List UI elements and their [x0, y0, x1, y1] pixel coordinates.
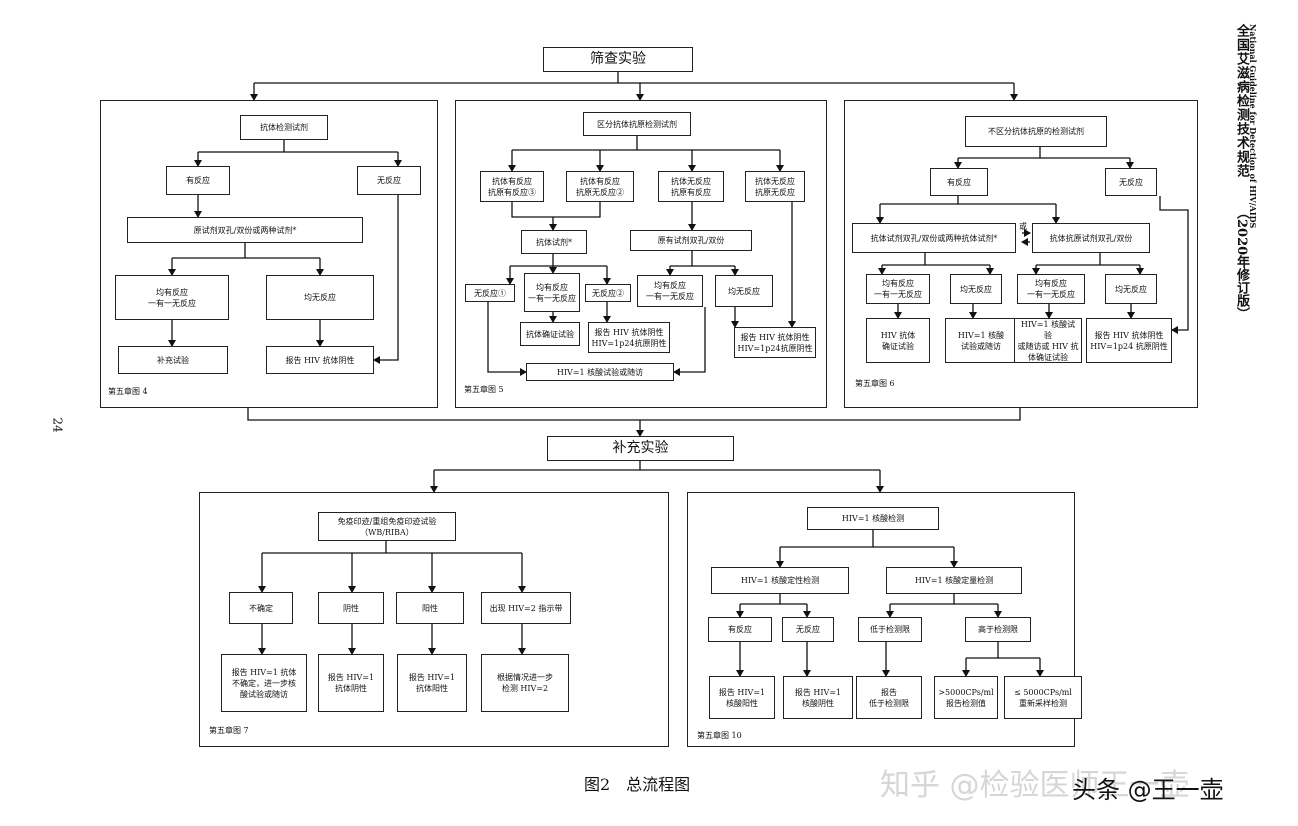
- zhihu-watermark: 知乎 @检验医师王一壶: [880, 768, 1190, 803]
- p2-antibody-reagent: 抗体试剂*: [521, 230, 587, 254]
- p2-ab-pos-ag-pos: 抗体有反应 抗原有反应③: [480, 171, 544, 202]
- p3-both-reactive-left: 均有反应 一有一无反应: [866, 274, 930, 304]
- p4-positive: 阳性: [396, 592, 464, 624]
- p5-report-positive: 报告 HIV=1 核酸阳性: [709, 676, 775, 719]
- p3-both-nonreactive-left: 均无反应: [950, 274, 1002, 304]
- p3-combined-reagent: 不区分抗体抗原的检测试剂: [965, 116, 1107, 147]
- p4-indeterminate: 不确定: [229, 592, 293, 624]
- supplementary-title: 补充实验: [547, 436, 734, 461]
- p5-report-negative: 报告 HIV=1 核酸阴性: [783, 676, 853, 719]
- p3-nucleic-or-confirm: HIV=1 核酸试验 或随访或 HIV 抗 体确证试验: [1014, 318, 1082, 363]
- p5-qualitative: HIV=1 核酸定性检测: [711, 567, 849, 594]
- p2-nucleic-test: HIV=1 核酸试验或随访: [526, 363, 674, 381]
- p1-both-reactive: 均有反应 一有一无反应: [115, 275, 229, 320]
- p2-ab-neg-ag-pos: 抗体无反应 抗原有反应: [658, 171, 724, 202]
- toutiao-watermark: 头条 @王一壶: [1072, 776, 1224, 804]
- p2-both-nonreactive: 均无反应: [715, 275, 773, 307]
- side-title-en: National Guideline for Detection of HIV/…: [1248, 24, 1258, 229]
- side-title-cn: 全国艾滋病检测技术规范: [1234, 24, 1249, 178]
- p5-resample: ≤ 5000CPs/ml 重新采样检测: [1004, 676, 1082, 719]
- p5-above-limit: 高于检测限: [965, 617, 1031, 642]
- p3-or-label: 或: [1019, 222, 1027, 231]
- p2-nonreactive-2: 无反应②: [585, 284, 631, 302]
- p5-below-limit: 低于检测限: [858, 617, 922, 642]
- p4-report-indeterminate: 报告 HIV=1 抗体 不确定，进一步核 酸试验或随访: [221, 654, 307, 712]
- p5-report-value: >5000CPs/ml 报告检测值: [934, 676, 998, 719]
- p2-ab-neg-ag-neg: 抗体无反应 抗原无反应: [745, 171, 805, 202]
- p5-caption: 第五章图 10: [697, 731, 742, 740]
- p3-antibody-duplicate: 抗体试剂双孔/双份或两种抗体试剂*: [852, 223, 1016, 253]
- p2-report-negative-left: 报告 HIV 抗体阴性 HIV=1p24抗原阴性: [588, 322, 670, 353]
- p4-negative: 阴性: [318, 592, 384, 624]
- panel-nucleic-frame: [687, 492, 1075, 747]
- p2-ab-pos-ag-neg: 抗体有反应 抗原无反应②: [566, 171, 634, 202]
- p2-nonreactive-1: 无反应①: [465, 284, 515, 302]
- p1-report-negative: 报告 HIV 抗体阴性: [266, 346, 374, 374]
- panel-ab-ag-distinguish-frame: [455, 100, 827, 408]
- p1-antibody-reagent: 抗体检测试剂: [240, 115, 328, 140]
- p5-reactive: 有反应: [708, 617, 772, 642]
- p4-further-hiv2: 根据情况进一步 检测 HIV=2: [481, 654, 569, 712]
- figure-title: 图2 总流程图: [584, 775, 691, 794]
- p1-nonreactive: 无反应: [357, 166, 421, 195]
- p2-original-duplicate: 原有试剂双孔/双份: [630, 230, 752, 251]
- p2-caption: 第五章图 5: [464, 385, 504, 394]
- p4-report-positive: 报告 HIV=1 抗体阳性: [397, 654, 467, 712]
- p5-nonreactive: 无反应: [782, 617, 834, 642]
- p2-both-reactive-left: 均有反应 一有一无反应: [524, 273, 580, 312]
- p1-duplicate-test: 原试剂双孔/双份或两种试剂*: [127, 217, 363, 243]
- p2-antibody-confirm: 抗体确证试验: [520, 322, 580, 346]
- p4-wb-test: 免疫印迹/重组免疫印迹试验 （WB/RIBA）: [318, 512, 456, 541]
- p3-both-nonreactive-right: 均无反应: [1105, 274, 1157, 304]
- p1-both-nonreactive: 均无反应: [266, 275, 374, 320]
- p4-hiv2-band: 出现 HIV=2 指示带: [481, 592, 571, 624]
- p2-distinguish-reagent: 区分抗体抗原检测试剂: [583, 112, 691, 136]
- p5-quantitative: HIV=1 核酸定量检测: [886, 567, 1022, 594]
- panel-antibody-frame: [100, 100, 438, 408]
- p1-supplementary-test: 补充试验: [118, 346, 228, 374]
- p3-caption: 第五章图 6: [855, 379, 895, 388]
- p4-report-negative: 报告 HIV=1 抗体阴性: [318, 654, 384, 712]
- p2-report-negative-right: 报告 HIV 抗体阴性 HIV=1p24抗原阴性: [734, 327, 816, 358]
- p1-reactive: 有反应: [166, 166, 230, 195]
- p3-both-reactive-right: 均有反应 一有一无反应: [1017, 274, 1085, 304]
- p3-nonreactive: 无反应: [1105, 168, 1157, 196]
- panel-wb-frame: [199, 492, 669, 747]
- p3-reactive: 有反应: [930, 168, 988, 196]
- screening-title: 筛查实验: [543, 47, 693, 72]
- p1-caption: 第五章图 4: [108, 387, 148, 396]
- panel-ab-ag-combined-frame: [844, 100, 1198, 408]
- p4-caption: 第五章图 7: [209, 726, 249, 735]
- side-title: 全国艾滋病检测技术规范 National Guideline for Detec…: [1228, 24, 1264, 354]
- p3-antibody-confirm: HIV 抗体 确证试验: [866, 318, 930, 363]
- p5-nucleic-test: HIV=1 核酸检测: [807, 507, 939, 530]
- p5-report-below-limit: 报告 低于检测限: [856, 676, 922, 719]
- p2-both-reactive-right: 均有反应 一有一无反应: [637, 275, 703, 307]
- page-number: 24: [50, 417, 65, 433]
- p3-nucleic-or-followup: HIV=1 核酸 试验或随访: [945, 318, 1017, 363]
- side-title-edition: （2020年修订版）: [1234, 206, 1249, 321]
- p3-report-negative: 报告 HIV 抗体阴性 HIV=1p24 抗原阴性: [1086, 318, 1172, 363]
- p3-abag-duplicate: 抗体抗原试剂双孔/双份: [1032, 223, 1150, 253]
